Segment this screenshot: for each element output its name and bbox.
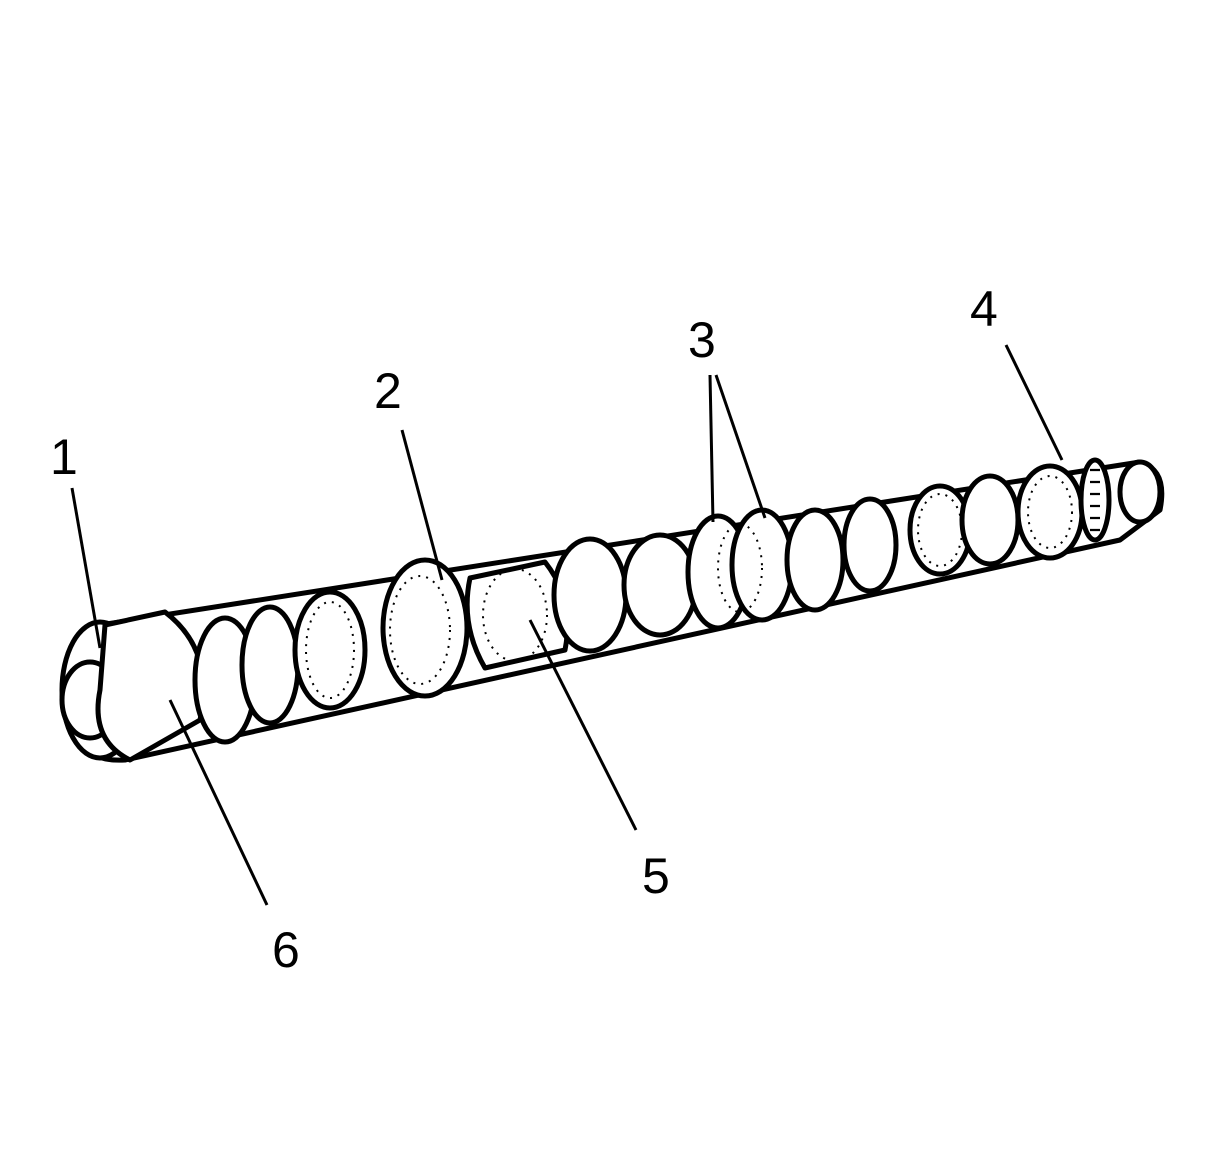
callout-4: 4	[970, 281, 998, 337]
cam-lobe	[551, 536, 629, 654]
cam-lobe	[784, 507, 846, 613]
lobe-shading	[1027, 475, 1073, 549]
leader-line-3b	[714, 374, 767, 519]
leader-line-4	[1004, 344, 1064, 461]
leader-line-3a	[708, 374, 715, 523]
bearing-journal	[380, 557, 470, 699]
leader-line-2	[400, 429, 444, 581]
cam-lobe	[292, 589, 368, 711]
callout-1: 1	[50, 429, 78, 485]
reluctor-teeth	[1090, 468, 1100, 532]
callout-3: 3	[688, 312, 716, 368]
reluctor-ring	[1078, 457, 1112, 543]
callout-2: 2	[374, 363, 402, 419]
callout-5: 5	[642, 848, 670, 904]
center-bearing-journal	[464, 559, 570, 671]
leader-line-1	[70, 487, 102, 649]
lobe-shading	[717, 523, 763, 613]
leader-line-6	[168, 699, 269, 906]
cam-lobe	[841, 496, 899, 594]
cam-lobe	[959, 473, 1021, 567]
journal-shading	[389, 575, 451, 685]
cam-lobe	[239, 604, 301, 726]
cam-lobe	[621, 532, 699, 638]
leader-line-5	[528, 619, 638, 831]
rear-journal-end	[1117, 459, 1163, 525]
callout-6: 6	[272, 922, 300, 978]
lobe-shading	[305, 601, 355, 699]
center-journal-shading	[482, 568, 548, 662]
